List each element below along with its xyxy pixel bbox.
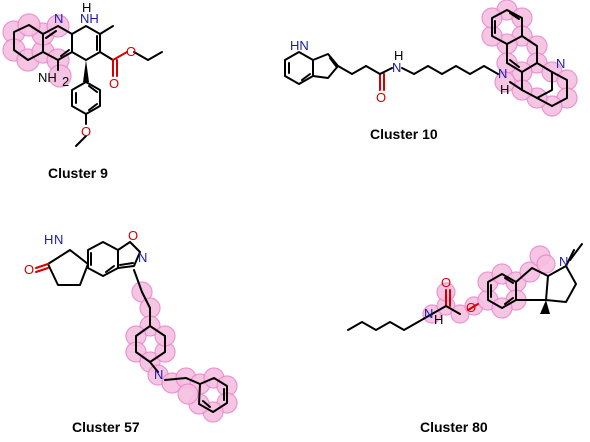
cluster-9-caption: Cluster 9 <box>48 165 108 181</box>
cluster-9-nh: NH <box>80 11 99 26</box>
cluster-9-nh2-sub: 2 <box>62 74 69 89</box>
cluster-80-structure: O N H O N Cluster 80 <box>347 243 583 435</box>
cluster-9-nh2: NH <box>38 70 57 85</box>
cluster-80-caption: Cluster 80 <box>420 419 488 435</box>
cluster-57-isox-n: N <box>138 250 147 265</box>
cluster-10-amide-n: N <box>392 60 401 75</box>
cluster-9-ester-o: O <box>126 44 136 59</box>
cluster-10-amine-n: N <box>498 66 507 81</box>
cluster-57-lactam-n: N <box>54 232 63 247</box>
cluster-9-methoxy-o: O <box>81 124 91 139</box>
cluster-10-amide-o: O <box>376 90 386 105</box>
cluster-9-ring-n: N <box>54 11 63 26</box>
cluster-57-lactam-o: O <box>24 262 34 277</box>
cluster-57-highlight <box>125 281 238 423</box>
cluster-80-carbonyl-o: O <box>441 275 451 290</box>
cluster-80-ring-n: N <box>559 254 568 269</box>
cluster-9-carbonyl-o: O <box>109 76 119 91</box>
cluster-9-structure: N NH H NH 2 O O O Cluster 9 <box>2 0 163 181</box>
cluster-57-lactam-nh: H <box>44 232 53 247</box>
cluster-10-indole-nh: HN <box>290 38 309 53</box>
cluster-10-structure: HN O N H N H N Cluster 10 <box>284 0 578 142</box>
cluster-57-isox-o: O <box>128 228 138 243</box>
cluster-57-structure: H N O O N N Cluster 57 <box>24 228 238 435</box>
cluster-9-nh-h: H <box>82 0 91 15</box>
cluster-57-caption: Cluster 57 <box>72 419 140 435</box>
cluster-10-amide-h: H <box>394 48 403 63</box>
cluster-80-carbamate-h: H <box>434 312 443 327</box>
cluster-10-amine-h: H <box>500 82 509 97</box>
cluster-10-ring-n: N <box>556 56 565 71</box>
cluster-80-carbamate-n: N <box>424 306 433 321</box>
cluster-80-ester-o: O <box>466 300 476 315</box>
cluster-57-pip-n: N <box>154 367 163 382</box>
cluster-10-caption: Cluster 10 <box>370 126 438 142</box>
